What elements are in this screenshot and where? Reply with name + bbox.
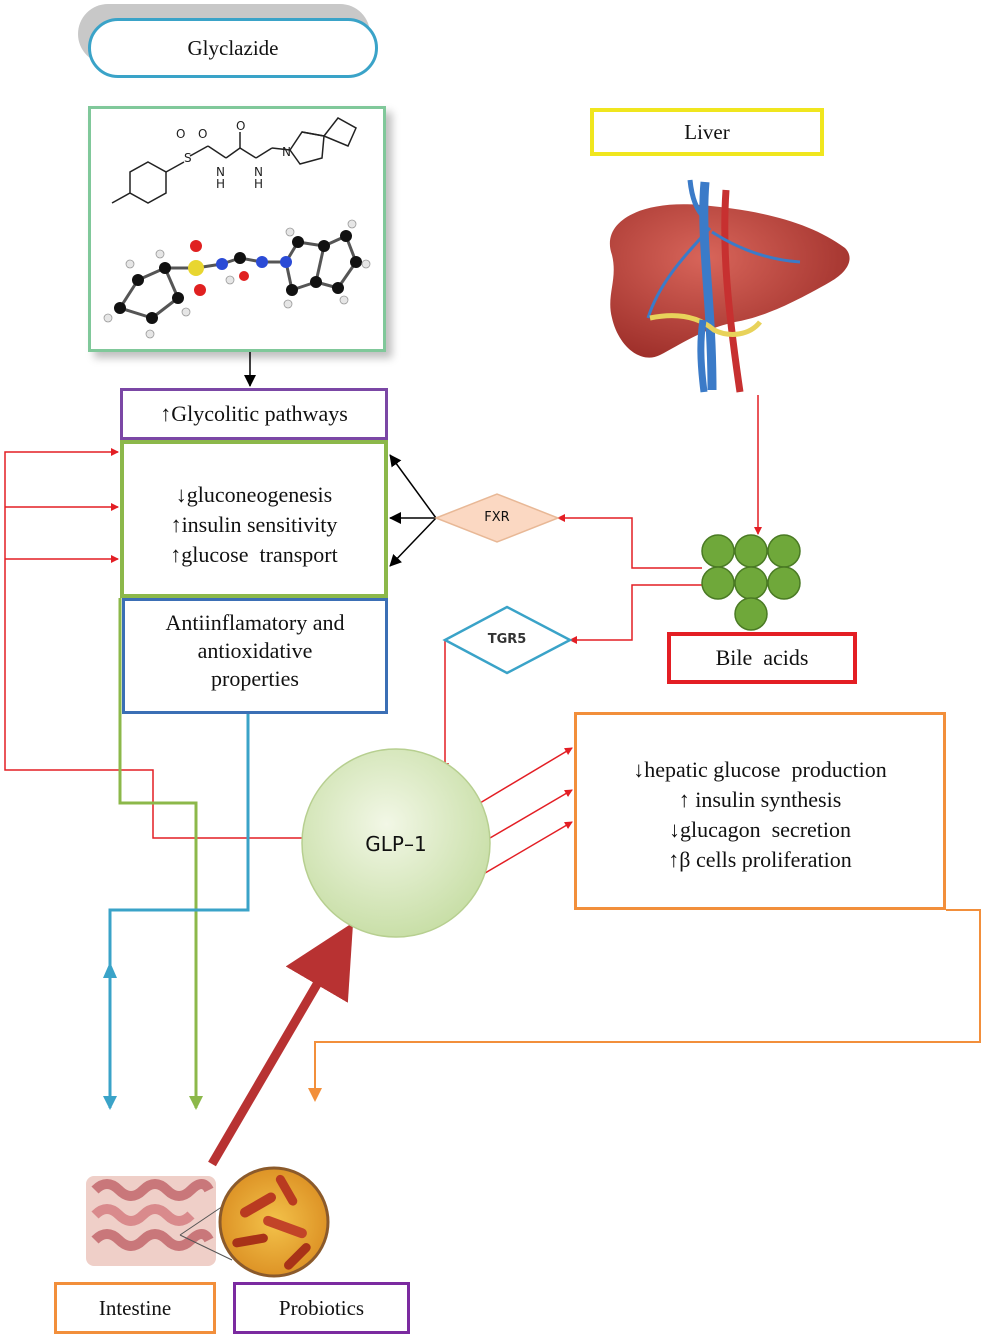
probiotics-label-box: Probiotics (233, 1282, 410, 1334)
probiotics-to-glp1-arrow (208, 922, 354, 1167)
bile-acids-label-box: Bile acids (667, 632, 857, 684)
metabolic-effect-3: ↑glucose transport (170, 542, 338, 567)
svg-text:H: H (254, 177, 263, 191)
anti-effects-box: Antiinflamatory and antioxidative proper… (122, 598, 388, 714)
glp1-effect-3: ↓glucagon secretion (668, 817, 852, 842)
anti-effect-line-1: Antiinflamatory and (165, 610, 345, 635)
molecule-3d-model (103, 219, 371, 339)
liver-label: Liver (684, 119, 730, 144)
glp1-effect-1: ↓hepatic glucose production (633, 757, 887, 782)
effects-to-intestine-loop (308, 909, 981, 1102)
bile-to-tgr5-arrow (569, 584, 702, 644)
bile-to-fxr-arrow (557, 514, 702, 569)
antioxidant-to-intestine-line (103, 714, 250, 1110)
glp1-effects-box: ↓hepatic glucose production ↑ insulin sy… (574, 712, 946, 910)
bile-acid-spheres (701, 534, 801, 631)
glp1-feedback-lines (4, 448, 303, 839)
bile-acids-label: Bile acids (715, 645, 809, 670)
svg-text:O: O (198, 127, 207, 141)
liver-image (609, 179, 850, 393)
effects-to-intestine-line (118, 598, 203, 1110)
glp1-to-effects-arrows (479, 747, 573, 877)
intestine-label-box: Intestine (54, 1282, 216, 1334)
glycolytic-pathways-box: ↑Glycolitic pathways (120, 388, 388, 440)
intestine-image (86, 1176, 233, 1266)
glp1-effect-2: ↑ insulin synthesis (678, 787, 842, 812)
probiotics-label: Probiotics (278, 1295, 365, 1320)
glp1-effect-4: ↑β cells proliferation (668, 847, 852, 872)
metabolic-effects-box: ↓gluconeogenesis ↑insulin sensitivity ↑g… (120, 440, 388, 598)
metabolic-effect-2: ↑insulin sensitivity (170, 512, 338, 537)
probiotics-image (218, 1166, 330, 1278)
drug-title-pill: Glyclazide (88, 18, 378, 78)
svg-text:H: H (216, 177, 225, 191)
fxr-arrows (389, 454, 437, 567)
molecule-2d-atom-labels: S O O N H O N H N (176, 119, 291, 191)
blue-up-arrowhead (103, 962, 117, 978)
fxr-label: FXR (484, 510, 510, 525)
glp1-circle (301, 748, 491, 938)
anti-effect-line-2: antioxidative (197, 638, 313, 663)
liver-label-box: Liver (590, 108, 824, 156)
svg-text:N: N (216, 165, 225, 179)
drug-name: Glyclazide (187, 35, 279, 60)
anti-effect-line-3: properties (211, 666, 299, 691)
glp1-label: GLP–1 (365, 832, 427, 856)
metabolic-effect-1: ↓gluconeogenesis (175, 482, 333, 507)
svg-text:N: N (282, 145, 291, 159)
molecule-frame (88, 106, 386, 352)
svg-text:N: N (254, 165, 263, 179)
molecule-2d-structure (111, 117, 357, 204)
fxr-diamond (433, 493, 561, 543)
svg-text:O: O (176, 127, 185, 141)
tgr5-diamond (442, 605, 573, 675)
svg-text:S: S (184, 151, 192, 165)
glycolytic-pathways-label: ↑Glycolitic pathways (160, 401, 348, 426)
svg-text:O: O (236, 119, 245, 133)
tgr5-label: TGR5 (487, 632, 527, 647)
intestine-label: Intestine (98, 1295, 172, 1320)
